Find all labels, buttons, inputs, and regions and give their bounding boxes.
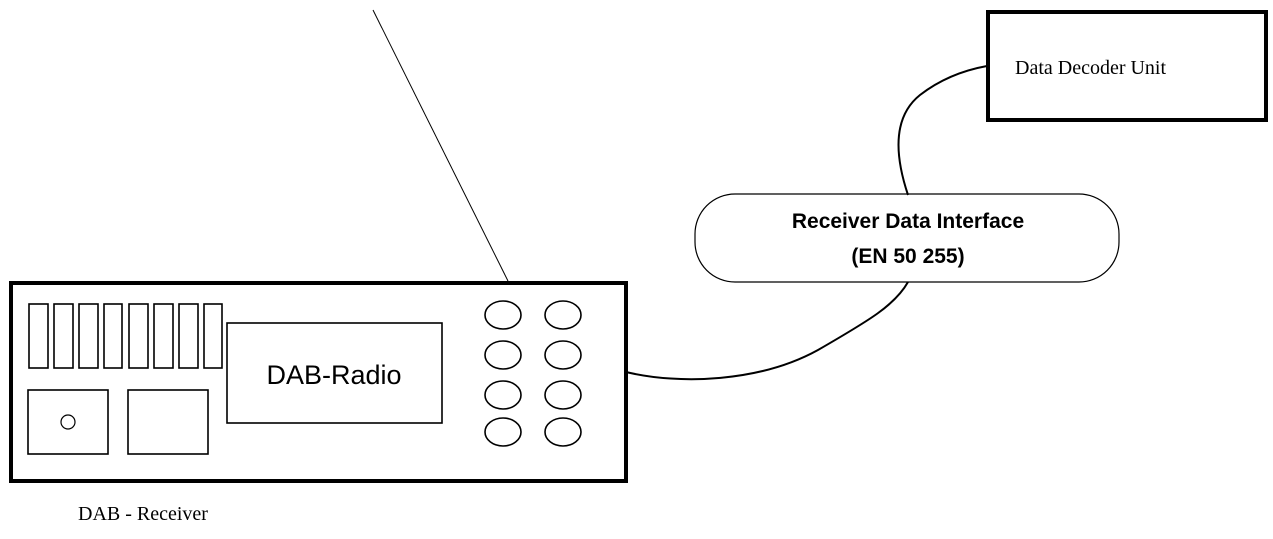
control-button: [544, 340, 582, 370]
preset-button: [78, 303, 99, 369]
preset-button: [178, 303, 199, 369]
control-button-grid: [484, 300, 582, 447]
control-button: [544, 417, 582, 447]
receiver-caption: DAB - Receiver: [78, 503, 208, 525]
radio-display: [226, 322, 443, 424]
preset-button: [53, 303, 74, 369]
cable-interface-to-decoder: [897, 65, 988, 196]
preset-button: [103, 303, 123, 369]
slot-panel: [127, 389, 209, 455]
cable-receiver-to-interface: [625, 281, 909, 381]
preset-button-group-right: [128, 303, 223, 369]
receiver-body: [9, 281, 628, 483]
knob-panel: [27, 389, 109, 455]
interface-standard: (EN 50 255): [851, 245, 964, 268]
antenna-line: [372, 9, 509, 282]
control-button: [484, 340, 522, 370]
interface-title: Receiver Data Interface: [792, 210, 1024, 233]
preset-button: [28, 303, 49, 369]
knob-icon: [60, 414, 76, 430]
preset-button-group-left: [28, 303, 123, 369]
control-button: [484, 300, 522, 330]
preset-button: [203, 303, 223, 369]
decoder-label: Data Decoder Unit: [1015, 57, 1166, 79]
receiver-data-interface: [694, 193, 1120, 283]
data-decoder-unit: [986, 10, 1268, 122]
display-label: DAB-Radio: [266, 360, 401, 390]
preset-button: [153, 303, 174, 369]
control-button: [544, 380, 582, 410]
preset-button: [128, 303, 149, 369]
control-button: [544, 300, 582, 330]
control-button: [484, 417, 522, 447]
control-button: [484, 380, 522, 410]
